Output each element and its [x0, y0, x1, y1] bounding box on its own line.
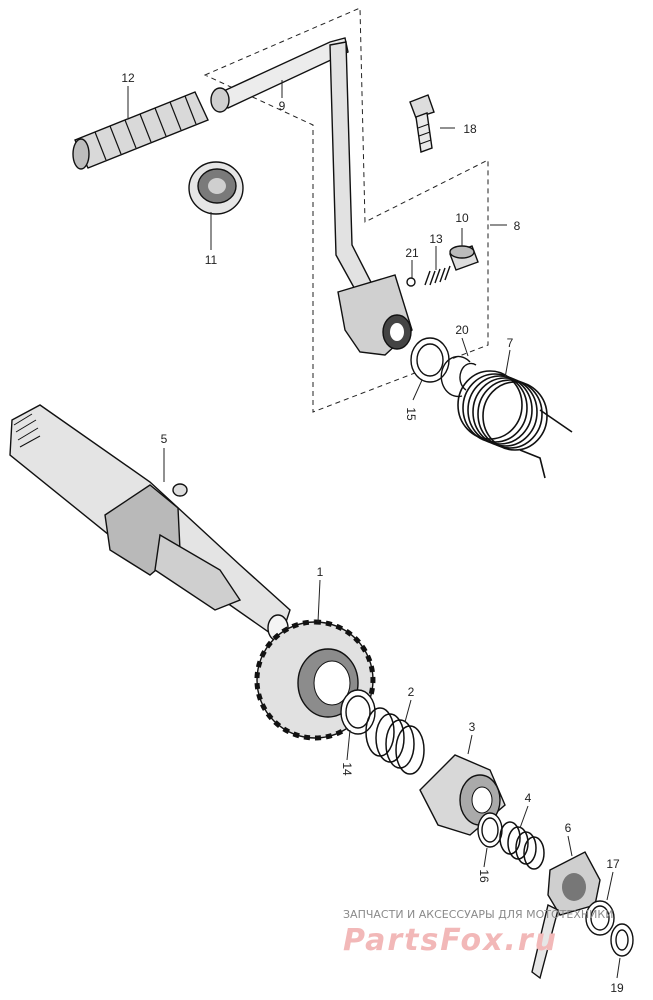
callout-4: 4 — [525, 791, 532, 805]
callout-3: 3 — [469, 720, 476, 734]
part-kick-shaft — [9, 404, 291, 642]
callout-6: 6 — [565, 821, 572, 835]
callout-12: 12 — [121, 71, 135, 85]
part-ratchet-guide — [531, 851, 601, 980]
part-return-spring — [457, 370, 573, 479]
callout-15: 15 — [404, 407, 418, 421]
callout-14: 14 — [340, 762, 354, 776]
callout-18: 18 — [463, 122, 477, 136]
callout-7: 7 — [507, 336, 514, 350]
callout-11: 11 — [205, 253, 218, 267]
part-cap — [188, 161, 244, 215]
callout-2: 2 — [408, 685, 415, 699]
callout-13: 13 — [429, 232, 443, 246]
callout-21: 21 — [405, 246, 419, 260]
watermark-brand: PartsFox.ru — [343, 923, 558, 958]
callout-17: 17 — [606, 857, 620, 871]
part-washer-17 — [585, 900, 615, 936]
callout-9: 9 — [279, 99, 286, 113]
callout-16: 16 — [477, 869, 491, 883]
part-washer-15 — [410, 337, 450, 383]
part-plunger-spring — [424, 265, 451, 286]
leader-lines — [127, 80, 621, 979]
part-plunger-bolt — [449, 245, 479, 271]
part-ball — [406, 277, 416, 287]
watermark-tagline: ЗАПЧАСТИ И АКСЕССУАРЫ ДЛЯ МОТОТЕХНИКИ — [343, 908, 613, 921]
part-washer-16 — [477, 812, 503, 848]
part-washer-14 — [340, 689, 376, 735]
part-spring-4 — [499, 821, 545, 870]
callout-1: 1 — [317, 565, 324, 579]
part-circlip-19 — [610, 923, 634, 957]
callout-10: 10 — [455, 211, 469, 225]
part-spring-2 — [365, 707, 425, 775]
callout-20: 20 — [455, 323, 469, 337]
part-circlip-20 — [440, 355, 477, 398]
part-kick-arm — [210, 37, 413, 356]
callout-19: 19 — [610, 981, 624, 995]
assembly-outline-arm — [203, 7, 489, 413]
part-kick-grip — [72, 91, 209, 170]
callout-8: 8 — [514, 219, 521, 233]
callout-5: 5 — [161, 432, 168, 446]
part-bolt — [409, 94, 435, 153]
